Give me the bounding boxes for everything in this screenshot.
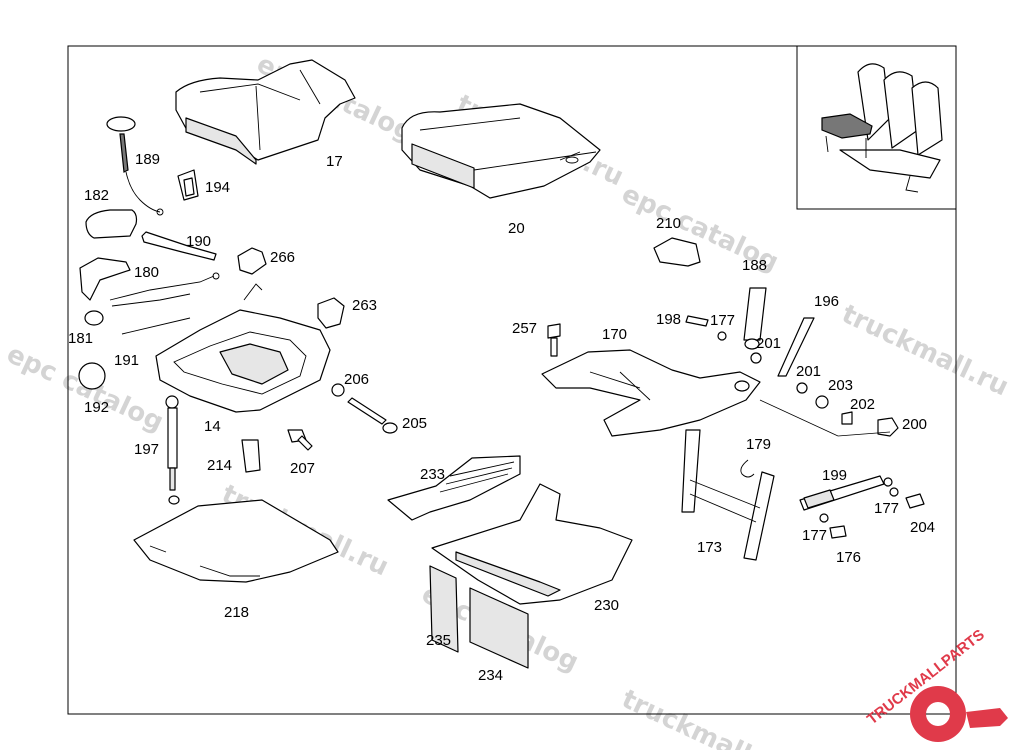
callout-201b: 201 bbox=[796, 363, 821, 380]
part-linkage-173 bbox=[681, 429, 775, 561]
callout-210: 210 bbox=[656, 215, 681, 232]
callout-266: 266 bbox=[270, 249, 295, 266]
callout-204: 204 bbox=[910, 519, 935, 536]
callout-197: 197 bbox=[134, 441, 159, 458]
part-rod bbox=[121, 317, 191, 335]
callout-190: 190 bbox=[186, 233, 211, 250]
inset-seat-thumbnail bbox=[821, 63, 943, 193]
part-washer-203 bbox=[815, 395, 829, 409]
car-icon bbox=[966, 708, 1008, 728]
callout-233: 233 bbox=[420, 466, 445, 483]
callout-14: 14 bbox=[204, 418, 221, 435]
callout-182: 182 bbox=[84, 187, 109, 204]
callout-203: 203 bbox=[828, 377, 853, 394]
part-washer-201b bbox=[796, 382, 808, 394]
part-washer-177b bbox=[889, 487, 899, 497]
callout-labels: 17 20 189 194 182 190 266 180 263 181 19… bbox=[68, 151, 935, 684]
callout-179: 179 bbox=[746, 436, 771, 453]
part-trim-cover bbox=[85, 209, 138, 239]
callout-199: 199 bbox=[822, 467, 847, 484]
part-gas-spring-188 bbox=[743, 287, 767, 350]
part-washer-177c bbox=[819, 513, 829, 523]
callout-173: 173 bbox=[697, 539, 722, 556]
part-adjuster-rack bbox=[141, 231, 217, 261]
part-bolt-205 bbox=[347, 397, 398, 434]
callout-263: 263 bbox=[352, 297, 377, 314]
callout-191: 191 bbox=[114, 352, 139, 369]
callout-177b: 177 bbox=[874, 500, 899, 517]
part-washer-177a bbox=[717, 331, 727, 341]
callout-20: 20 bbox=[508, 220, 525, 237]
part-bracket-266 bbox=[237, 247, 267, 275]
watermark: epc catalog bbox=[2, 339, 168, 438]
callout-181: 181 bbox=[68, 330, 93, 347]
callout-192: 192 bbox=[84, 399, 109, 416]
callout-230: 230 bbox=[594, 597, 619, 614]
callout-235: 235 bbox=[426, 632, 451, 649]
part-cover-210 bbox=[653, 237, 701, 267]
part-gas-spring-197 bbox=[165, 395, 180, 505]
part-clip-179 bbox=[740, 459, 755, 478]
part-bracket-200 bbox=[877, 417, 899, 437]
part-pin-204 bbox=[905, 493, 925, 509]
callout-188: 188 bbox=[742, 257, 767, 274]
part-lever-assembly bbox=[79, 257, 220, 307]
callout-207: 207 bbox=[290, 460, 315, 477]
part-bracket-263 bbox=[317, 297, 345, 329]
part-bushing bbox=[84, 310, 104, 326]
part-clip-202 bbox=[841, 411, 853, 425]
callout-177a: 177 bbox=[710, 312, 735, 329]
part-bolt-257 bbox=[547, 323, 561, 357]
callout-196: 196 bbox=[814, 293, 839, 310]
part-seat-frame bbox=[155, 283, 331, 413]
part-washer-206 bbox=[331, 383, 345, 397]
watermark: truckmall.ru bbox=[837, 299, 1013, 402]
callout-194: 194 bbox=[205, 179, 230, 196]
part-bolt-198 bbox=[685, 315, 709, 327]
part-bolt-207 bbox=[287, 429, 313, 451]
gear-icon bbox=[910, 686, 966, 742]
part-pad-235 bbox=[429, 565, 459, 653]
part-spring-ring bbox=[78, 362, 106, 390]
part-clip bbox=[177, 169, 199, 201]
callout-170: 170 bbox=[602, 326, 627, 343]
part-base-cover bbox=[133, 499, 339, 583]
callout-206: 206 bbox=[344, 371, 369, 388]
part-washer-201a bbox=[750, 352, 762, 364]
part-seat-back bbox=[401, 103, 601, 199]
callout-214: 214 bbox=[207, 457, 232, 474]
part-base-panel bbox=[431, 483, 633, 605]
callout-205: 205 bbox=[402, 415, 427, 432]
callout-198: 198 bbox=[656, 311, 681, 328]
leader-lines bbox=[759, 399, 891, 437]
part-damper-199 bbox=[799, 475, 893, 511]
part-pad-234 bbox=[469, 587, 529, 669]
callout-200: 200 bbox=[902, 416, 927, 433]
part-clip-214 bbox=[241, 439, 261, 473]
part-link-196 bbox=[777, 317, 815, 377]
callout-201a: 201 bbox=[756, 335, 781, 352]
callout-176: 176 bbox=[836, 549, 861, 566]
part-rail-frame-170 bbox=[541, 349, 761, 437]
part-tray-233 bbox=[387, 455, 521, 521]
watermark: truckmall.ru bbox=[617, 684, 793, 750]
diagram-frame bbox=[67, 45, 957, 715]
callout-17: 17 bbox=[326, 153, 343, 170]
part-seat-cushion bbox=[175, 59, 356, 165]
part-release-cable bbox=[106, 116, 164, 216]
callout-234: 234 bbox=[478, 667, 503, 684]
part-pin-176 bbox=[829, 525, 847, 539]
callout-202: 202 bbox=[850, 396, 875, 413]
callout-257: 257 bbox=[512, 320, 537, 337]
callout-177c: 177 bbox=[802, 527, 827, 544]
truckmallparts-logo: TRUCKMALLPARTS bbox=[864, 626, 1008, 742]
callout-218: 218 bbox=[224, 604, 249, 621]
inset-frame bbox=[796, 45, 957, 210]
callout-180: 180 bbox=[134, 264, 159, 281]
callout-189: 189 bbox=[135, 151, 160, 168]
